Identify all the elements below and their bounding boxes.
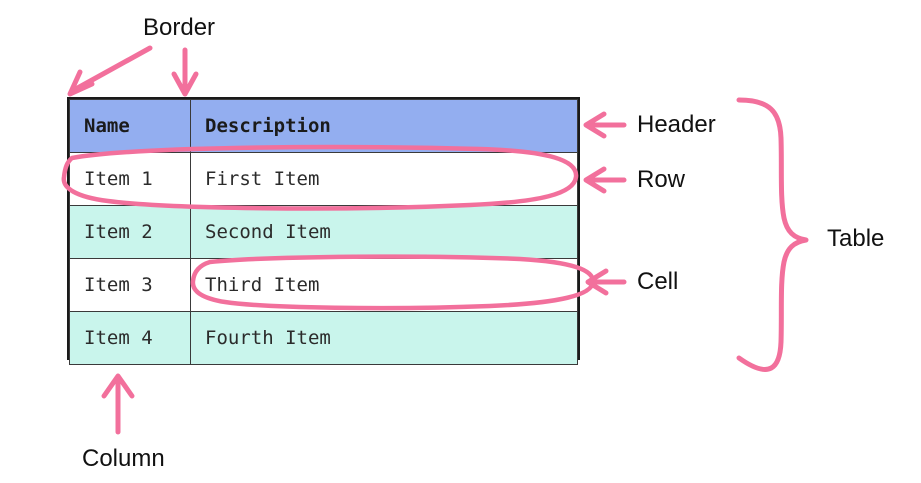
header-row: Name Description — [69, 99, 578, 153]
header-arrow-icon — [583, 111, 627, 139]
border-arrow-diagonal-icon — [67, 45, 153, 97]
column-arrow-icon — [101, 373, 135, 435]
table-body: Item 1 First Item Item 2 Second Item Ite… — [69, 152, 578, 365]
table-header: Name Description — [69, 99, 578, 153]
table-row: Item 1 First Item — [69, 152, 578, 206]
row-arrow-icon — [583, 166, 627, 194]
cell-name: Item 3 — [69, 258, 191, 312]
cell-description: First Item — [190, 152, 578, 206]
cell-description: Fourth Item — [190, 311, 578, 365]
data-table: Name Description Item 1 First Item Item … — [69, 99, 578, 365]
table: Name Description Item 1 First Item Item … — [67, 97, 580, 365]
table-row: Item 4 Fourth Item — [69, 311, 578, 365]
table-row: Item 2 Second Item — [69, 205, 578, 259]
table-row: Item 3 Third Item — [69, 258, 578, 312]
cell-arrow-icon — [585, 268, 627, 296]
column-header-description: Description — [190, 99, 578, 153]
annotation-label-cell: Cell — [637, 268, 679, 295]
cell-name: Item 4 — [69, 311, 191, 365]
table-brace-icon — [736, 97, 809, 372]
cell-name: Item 1 — [69, 152, 191, 206]
annotation-label-column: Column — [82, 445, 165, 472]
cell-description: Second Item — [190, 205, 578, 259]
annotation-label-row: Row — [637, 166, 686, 193]
cell-description: Third Item — [190, 258, 578, 312]
cell-name: Item 2 — [69, 205, 191, 259]
border-arrow-vertical-icon — [171, 47, 199, 97]
annotation-label-table: Table — [827, 225, 885, 252]
column-header-name: Name — [69, 99, 191, 153]
annotation-label-header: Header — [637, 111, 716, 138]
annotation-label-border: Border — [143, 14, 216, 41]
